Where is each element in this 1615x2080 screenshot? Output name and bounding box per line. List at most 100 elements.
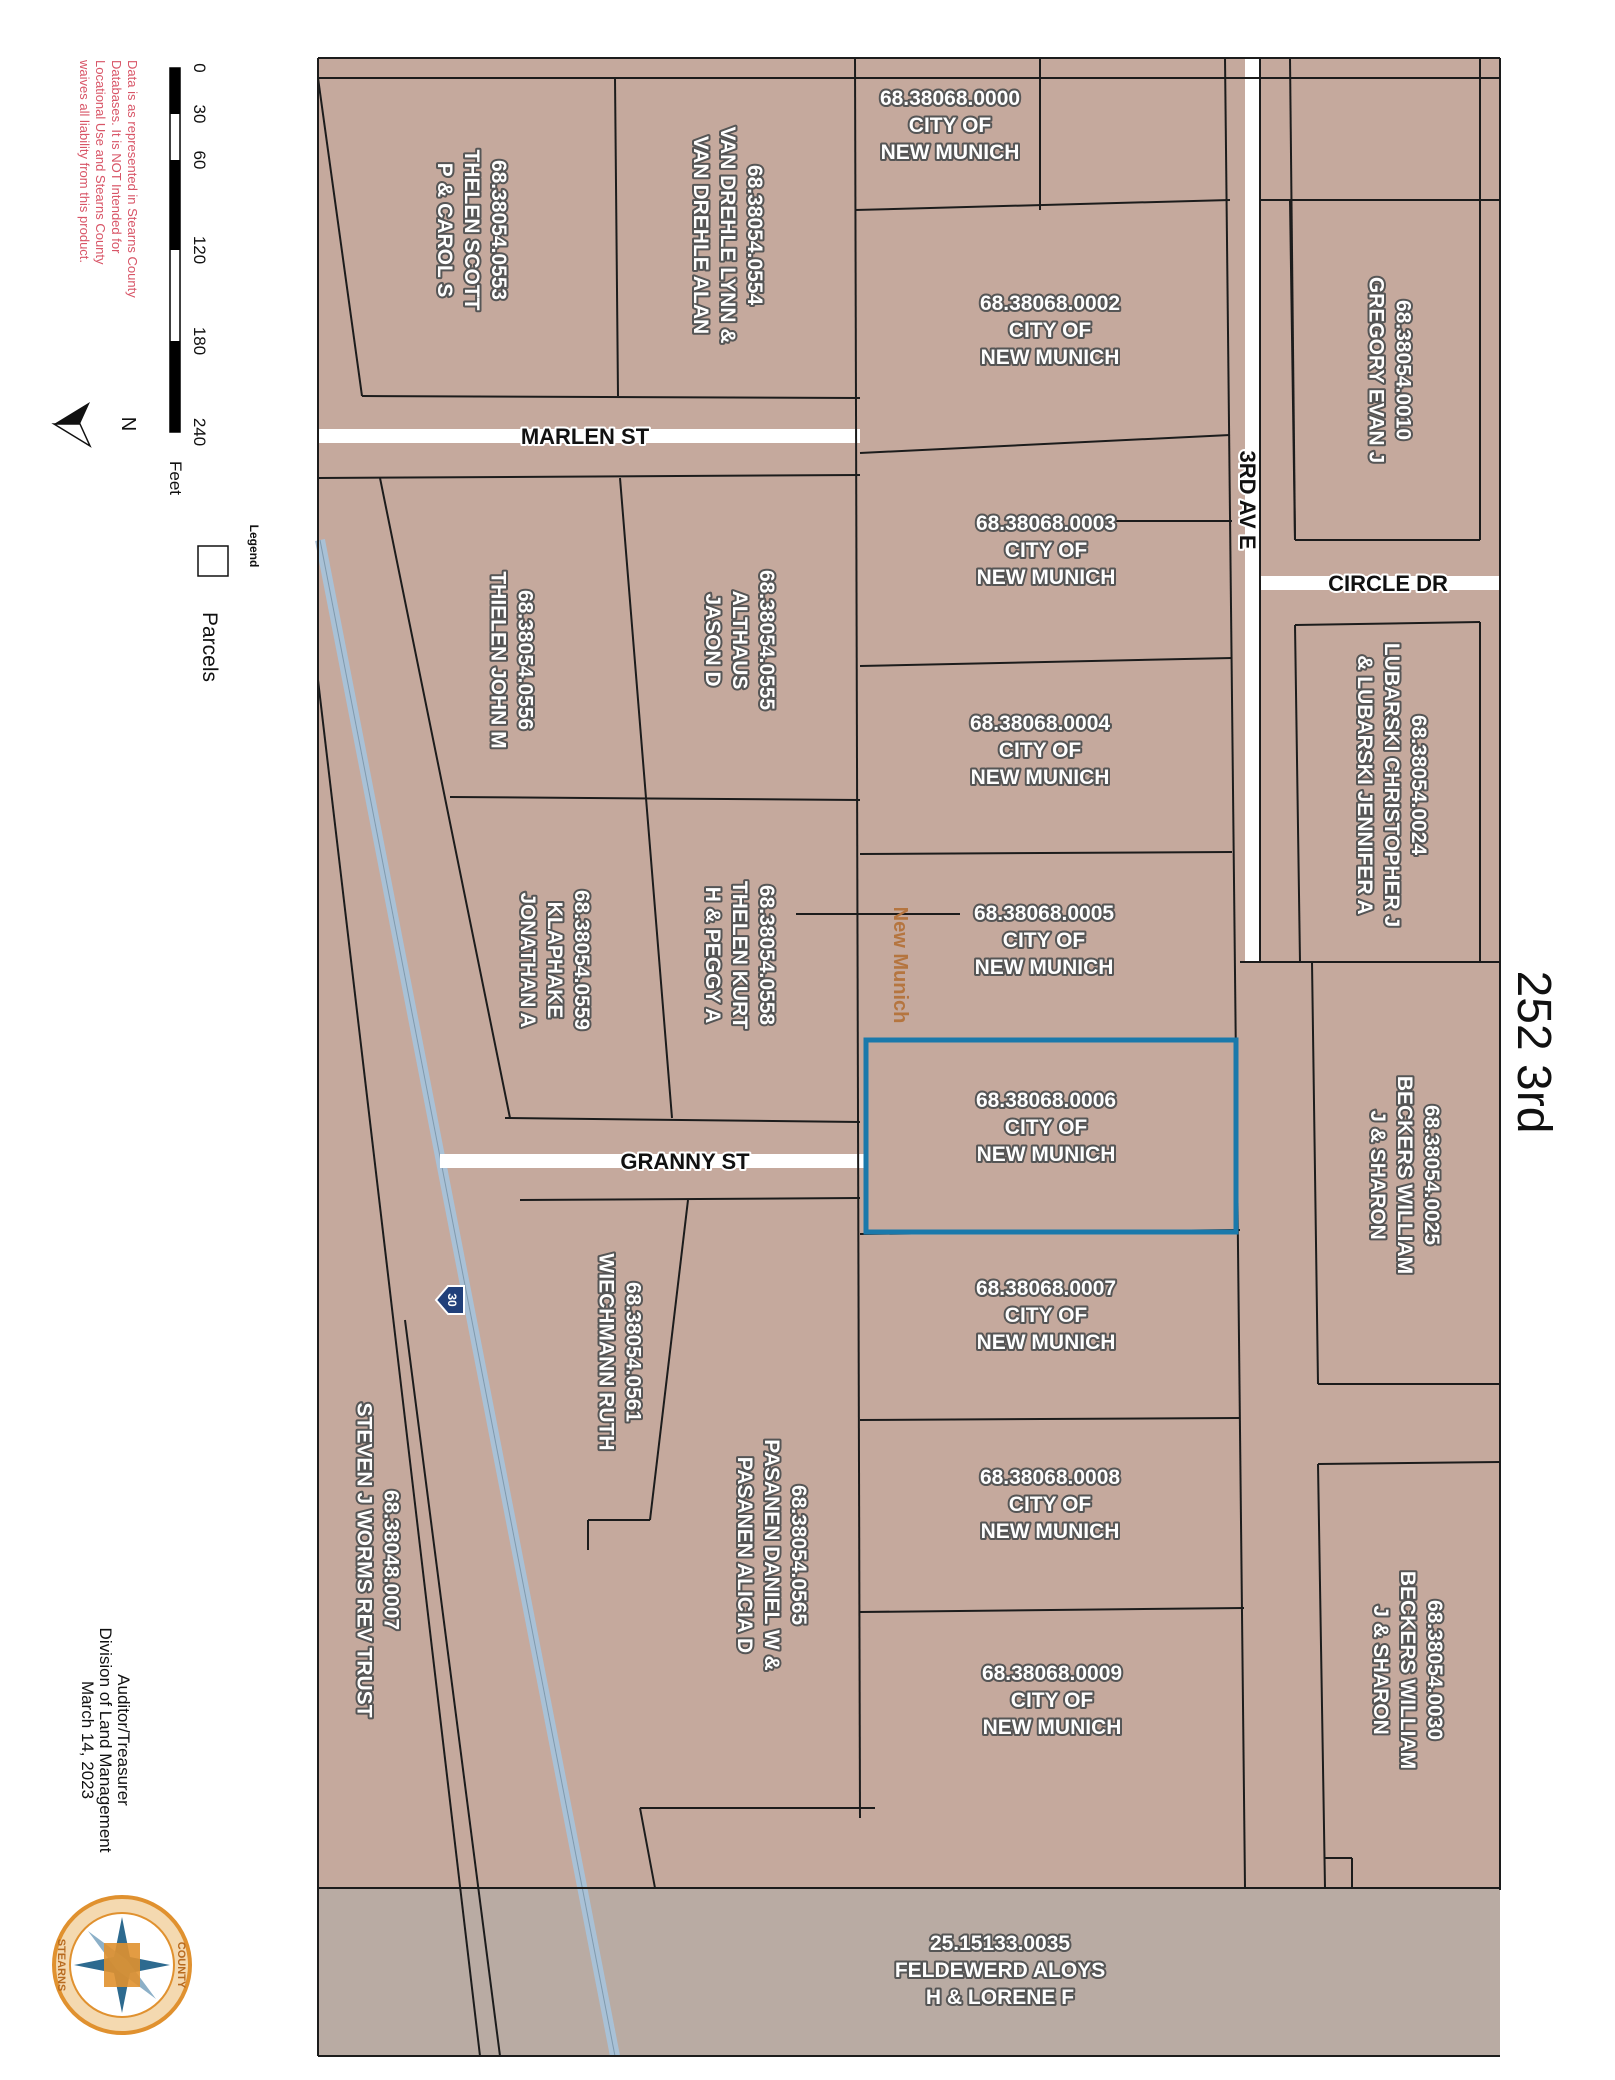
legend-item-parcels: Parcels bbox=[198, 612, 221, 682]
parcel-label-line: PASANEN ALICIA D bbox=[733, 1457, 756, 1653]
parcel-label-line: 68.38054.0025 bbox=[1420, 1105, 1443, 1245]
parcel-label-line: 68.38068.0000 bbox=[880, 87, 1020, 110]
parcel-label-line: 68.38054.0559 bbox=[570, 890, 593, 1030]
parcel-label-line: CITY OF bbox=[1003, 929, 1086, 952]
parcel-label-line: GREGORY EVAN J bbox=[1365, 277, 1388, 463]
parcel-label-line: NEW MUNICH bbox=[981, 1520, 1120, 1543]
parcel-label-line: VAN DREHLE LYNN & bbox=[716, 126, 739, 343]
stearns-county-seal: COUNTY STEARNS bbox=[52, 1895, 192, 2035]
map-frame: 30 MARLEN ST GRANNY ST CIRCLE DR 3RD AV … bbox=[315, 57, 1501, 2057]
disclaimer-line-2: Databases. It is NOT Intended for bbox=[109, 60, 124, 254]
parcel-label-line: NEW MUNICH bbox=[983, 1716, 1122, 1739]
scale-tick-240: 240 bbox=[190, 418, 209, 446]
parcel-label-line: JONATHAN A bbox=[516, 892, 539, 1027]
parcel-label-line: 68.38054.0558 bbox=[755, 885, 778, 1025]
parcel-label-line: 68.38054.0565 bbox=[787, 1485, 810, 1625]
credit-block: Auditor/Treasurer Division of Land Manag… bbox=[78, 1628, 133, 1853]
parcel-label-line: CITY OF bbox=[1009, 319, 1092, 342]
parcel-label-line: 68.38068.0009 bbox=[982, 1662, 1122, 1685]
parcel-label-line: LUBARSKI CHRISTOPHER J bbox=[1380, 643, 1403, 927]
parcel-label-line: JASON D bbox=[701, 593, 724, 686]
parcel-label-line: CITY OF bbox=[1009, 1493, 1092, 1516]
parcel-label-line: J & SHARON bbox=[1369, 1605, 1392, 1735]
parcel-label-line: P & CAROL S bbox=[433, 163, 456, 298]
subject-parcel-highlight bbox=[863, 1037, 1239, 1235]
parcel-label-line: 68.38054.0024 bbox=[1407, 715, 1430, 855]
parcel-label-line: STEVEN J WORMS REV TRUST bbox=[353, 1402, 376, 1717]
parcel-label-line: WIECHMANN RUTH bbox=[595, 1253, 618, 1450]
parcel-label-line: CITY OF bbox=[999, 739, 1082, 762]
parcel-label-line: NEW MUNICH bbox=[977, 566, 1116, 589]
parcel-label-line: NEW MUNICH bbox=[977, 1143, 1116, 1166]
parcel-label-line: CITY OF bbox=[1005, 539, 1088, 562]
scale-tick-0: 0 bbox=[190, 63, 209, 72]
credit-line-1: Auditor/Treasurer bbox=[114, 1674, 133, 1806]
parcel-label-line: THELEN KURT bbox=[728, 881, 751, 1029]
scale-tick-180: 180 bbox=[190, 327, 209, 355]
parcel-label-line: 68.38068.0008 bbox=[980, 1466, 1120, 1489]
map-background bbox=[318, 58, 1500, 2056]
legend: Legend Parcels bbox=[197, 525, 261, 682]
legend-title: Legend bbox=[247, 525, 261, 568]
disclaimer: Data is as represented in Stearns County… bbox=[77, 59, 140, 298]
scale-bar: 0 30 60 120 180 240 Feet bbox=[166, 63, 209, 495]
credit-line-3: March 14, 2023 bbox=[78, 1681, 97, 1799]
parcel-label-line: NEW MUNICH bbox=[981, 346, 1120, 369]
north-arrow-icon: N bbox=[51, 402, 139, 448]
seal-text-bottom: STEARNS bbox=[55, 1939, 67, 1992]
parcel-label-line: CITY OF bbox=[1005, 1304, 1088, 1327]
parcel-label-line: NEW MUNICH bbox=[971, 766, 1110, 789]
parcel-label-line: 68.38048.0007 bbox=[380, 1490, 403, 1630]
parcel-label-line: THELEN SCOTT bbox=[460, 150, 483, 311]
scale-tick-30: 30 bbox=[190, 105, 209, 124]
parcel-label-line: 68.38068.0006 bbox=[976, 1089, 1116, 1112]
parcel-label-line: VAN DREHLE ALAN bbox=[689, 136, 712, 334]
disclaimer-line-1: Data is as represented in Stearns County bbox=[125, 60, 140, 298]
parcel-label-line: ALTHAUS bbox=[728, 591, 751, 690]
parcel-label-line: NEW MUNICH bbox=[975, 956, 1114, 979]
parcel-label-line: 68.38054.0556 bbox=[514, 590, 537, 730]
credit-line-2: Division of Land Management bbox=[96, 1628, 115, 1853]
parcel-label-line: THIELEN JOHN M bbox=[487, 571, 510, 748]
parcel-label-line: 68.38068.0002 bbox=[980, 292, 1120, 315]
parcel-label-line: 68.38054.0554 bbox=[743, 165, 766, 305]
south-parcel-area bbox=[318, 1888, 1500, 2056]
parcel-label-line: 68.38068.0003 bbox=[976, 512, 1116, 535]
parcel-label-line: 68.38054.0010 bbox=[1392, 300, 1415, 440]
parcel-label-line: 68.38068.0004 bbox=[970, 712, 1110, 735]
scale-unit: Feet bbox=[166, 461, 185, 495]
page-corner-label: 252 3rd bbox=[1507, 971, 1560, 1134]
parcel-label-line: 68.38054.0561 bbox=[622, 1282, 645, 1422]
parcel-label-line: 68.38054.0555 bbox=[755, 570, 778, 710]
street-label-granny: GRANNY ST bbox=[620, 1149, 750, 1174]
parcel-label-line: 68.38068.0007 bbox=[976, 1277, 1116, 1300]
disclaimer-line-4: waives all liability from this product. bbox=[77, 59, 92, 263]
parcel-label-line: 25.15133.0035 bbox=[930, 1932, 1070, 1955]
parcel-lines bbox=[317, 57, 1501, 2057]
parcel-label-line: & LUBARSKI JENNIFER A bbox=[1353, 655, 1376, 914]
street-label-3rd-ave: 3RD AV E bbox=[1235, 450, 1260, 549]
parcel-label-line: 68.38054.0553 bbox=[487, 160, 510, 300]
north-label: N bbox=[117, 417, 139, 431]
parcel-label-line: FELDEWERD ALOYS bbox=[895, 1959, 1105, 1982]
disclaimer-line-3: Locational Use and Stearns County bbox=[93, 60, 108, 265]
parcel-label-line: 68.38054.0030 bbox=[1423, 1600, 1446, 1740]
